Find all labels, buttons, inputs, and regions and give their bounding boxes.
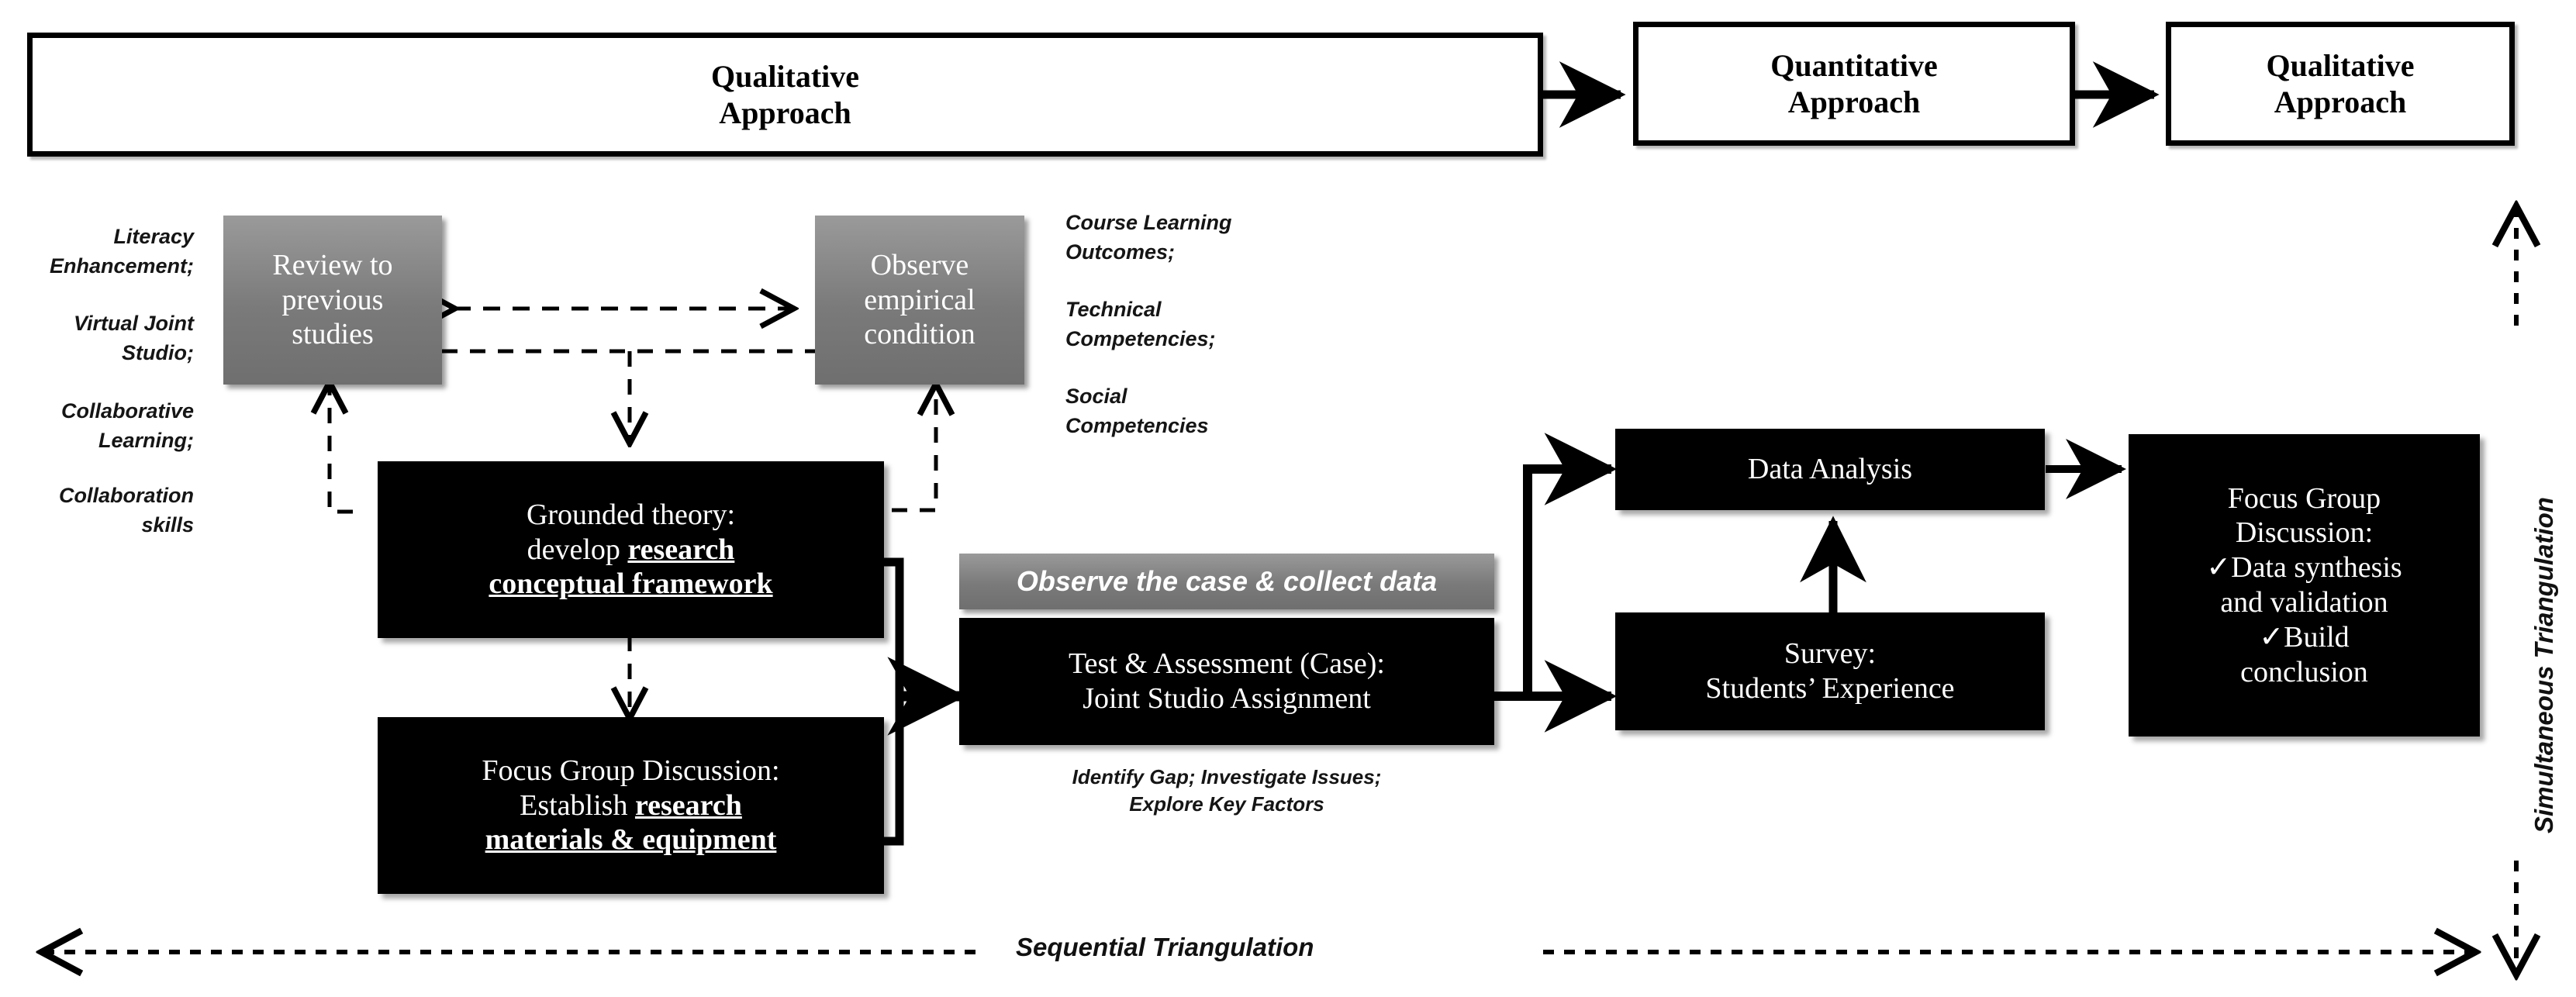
approach-label-line1: Qualitative [710,58,860,94]
axis-label-text: Sequential Triangulation [1016,933,1314,961]
node-line: empirical [864,283,975,316]
node-line-underlined: conceptual framework [489,567,773,601]
right-note-line: Outcomes; [1065,240,1176,264]
left-note-literacy: Literacy Enhancement; [23,222,194,281]
node-line-underlined: research [634,788,742,822]
focus-group-discussion-left-box[interactable]: Focus Group Discussion: Establish resear… [378,717,884,894]
left-note-line: Collaborative [60,399,194,423]
left-note-line: Studio; [122,341,194,365]
node-line: condition [864,318,975,351]
node-line: Grounded theory: [526,498,736,531]
node-line: Focus Group [2227,481,2381,515]
grounded-theory-box[interactable]: Grounded theory: develop research concep… [378,461,884,638]
test-assessment-caption: Identify Gap; Investigate Issues; Explor… [959,764,1494,819]
test-assessment-case-box[interactable]: Test & Assessment (Case): Joint Studio A… [959,618,1494,745]
survey-students-experience-box[interactable]: Survey: Students’ Experience [1615,612,2045,730]
approach-label-line1: Quantitative [1770,47,1938,83]
node-line: Focus Group Discussion: [482,754,780,787]
focus-group-discussion-right-box[interactable]: Focus Group Discussion: ✓Data synthesis … [2129,434,2480,737]
left-note-line: Virtual Joint [73,312,194,335]
node-line: Discussion: [2235,516,2374,550]
node-line-check: ✓Data synthesis [2206,551,2402,585]
right-note-line: Course Learning [1065,211,1232,234]
observe-empirical-condition-box[interactable]: Observe empirical condition [815,216,1024,385]
node-label: Data Analysis [1747,453,1913,486]
left-note-line: skills [141,513,194,537]
caption-line: Explore Key Factors [1129,792,1324,816]
right-note-social-competencies: Social Competencies [1065,381,1209,441]
node-line-plain: develop [527,533,628,566]
node-label: Observe the case & collect data [1016,564,1438,597]
approach-label-line2: Approach [2274,85,2407,119]
node-line: Observe [870,248,969,281]
approach-label-line1: Qualitative [2266,47,2415,83]
node-line-underlined: research [627,533,735,566]
approach-label-line2: Approach [1787,85,1921,119]
right-note-line: Technical [1065,298,1162,321]
node-line: Students’ Experience [1705,672,1955,705]
observe-case-collect-data-box[interactable]: Observe the case & collect data [959,554,1494,609]
right-note-technical-competencies: Technical Competencies; [1065,295,1216,354]
node-line: and validation [2220,586,2388,619]
left-note-line: Collaboration [59,484,194,507]
right-note-line: Social [1065,385,1127,408]
node-line: Test & Assessment (Case): [1069,647,1385,681]
qualitative-approach-box-1[interactable]: Qualitative Approach [27,33,1543,157]
review-previous-studies-box[interactable]: Review to previous studies [223,216,442,385]
grounded-to-observe-dashed [892,385,936,512]
right-note-line: Competencies [1065,414,1209,438]
node-line: Joint Studio Assignment [1083,682,1371,715]
node-line: Survey: [1784,637,1877,671]
quantitative-approach-box[interactable]: Quantitative Approach [1633,22,2075,146]
qualitative-approach-box-2[interactable]: Qualitative Approach [2166,22,2515,146]
axis-label-text: Simultaneous Triangulation [2529,497,2558,833]
left-note-line: Learning; [98,429,194,453]
sequential-triangulation-label: Sequential Triangulation [1016,933,1314,962]
split-bracket-to-analysis-survey [1493,433,1618,733]
left-note-collaboration-skills: Collaboration skills [23,481,194,540]
node-line: Review to [272,248,393,281]
node-line: studies [292,318,374,351]
node-line-underlined: materials & equipment [485,823,777,857]
right-note-line: Competencies; [1065,327,1216,351]
data-analysis-box[interactable]: Data Analysis [1615,429,2045,510]
node-line-plain: Establish [520,788,635,822]
left-note-line: Enhancement; [49,254,194,278]
node-line: previous [281,283,384,316]
left-note-line: Literacy [113,225,194,248]
left-note-collaborative-learning: Collaborative Learning; [23,396,194,456]
node-line: conclusion [2240,655,2368,688]
left-note-virtual-joint-studio: Virtual Joint Studio; [23,309,194,368]
simultaneous-triangulation-label: Simultaneous Triangulation [2529,497,2559,833]
caption-line: Identify Gap; Investigate Issues; [1072,765,1382,788]
grounded-to-review-dashed [330,384,353,514]
node-line-check: ✓Build [2259,620,2350,654]
right-note-course-learning-outcomes: Course Learning Outcomes; [1065,208,1232,267]
approach-label-line2: Approach [719,95,851,130]
